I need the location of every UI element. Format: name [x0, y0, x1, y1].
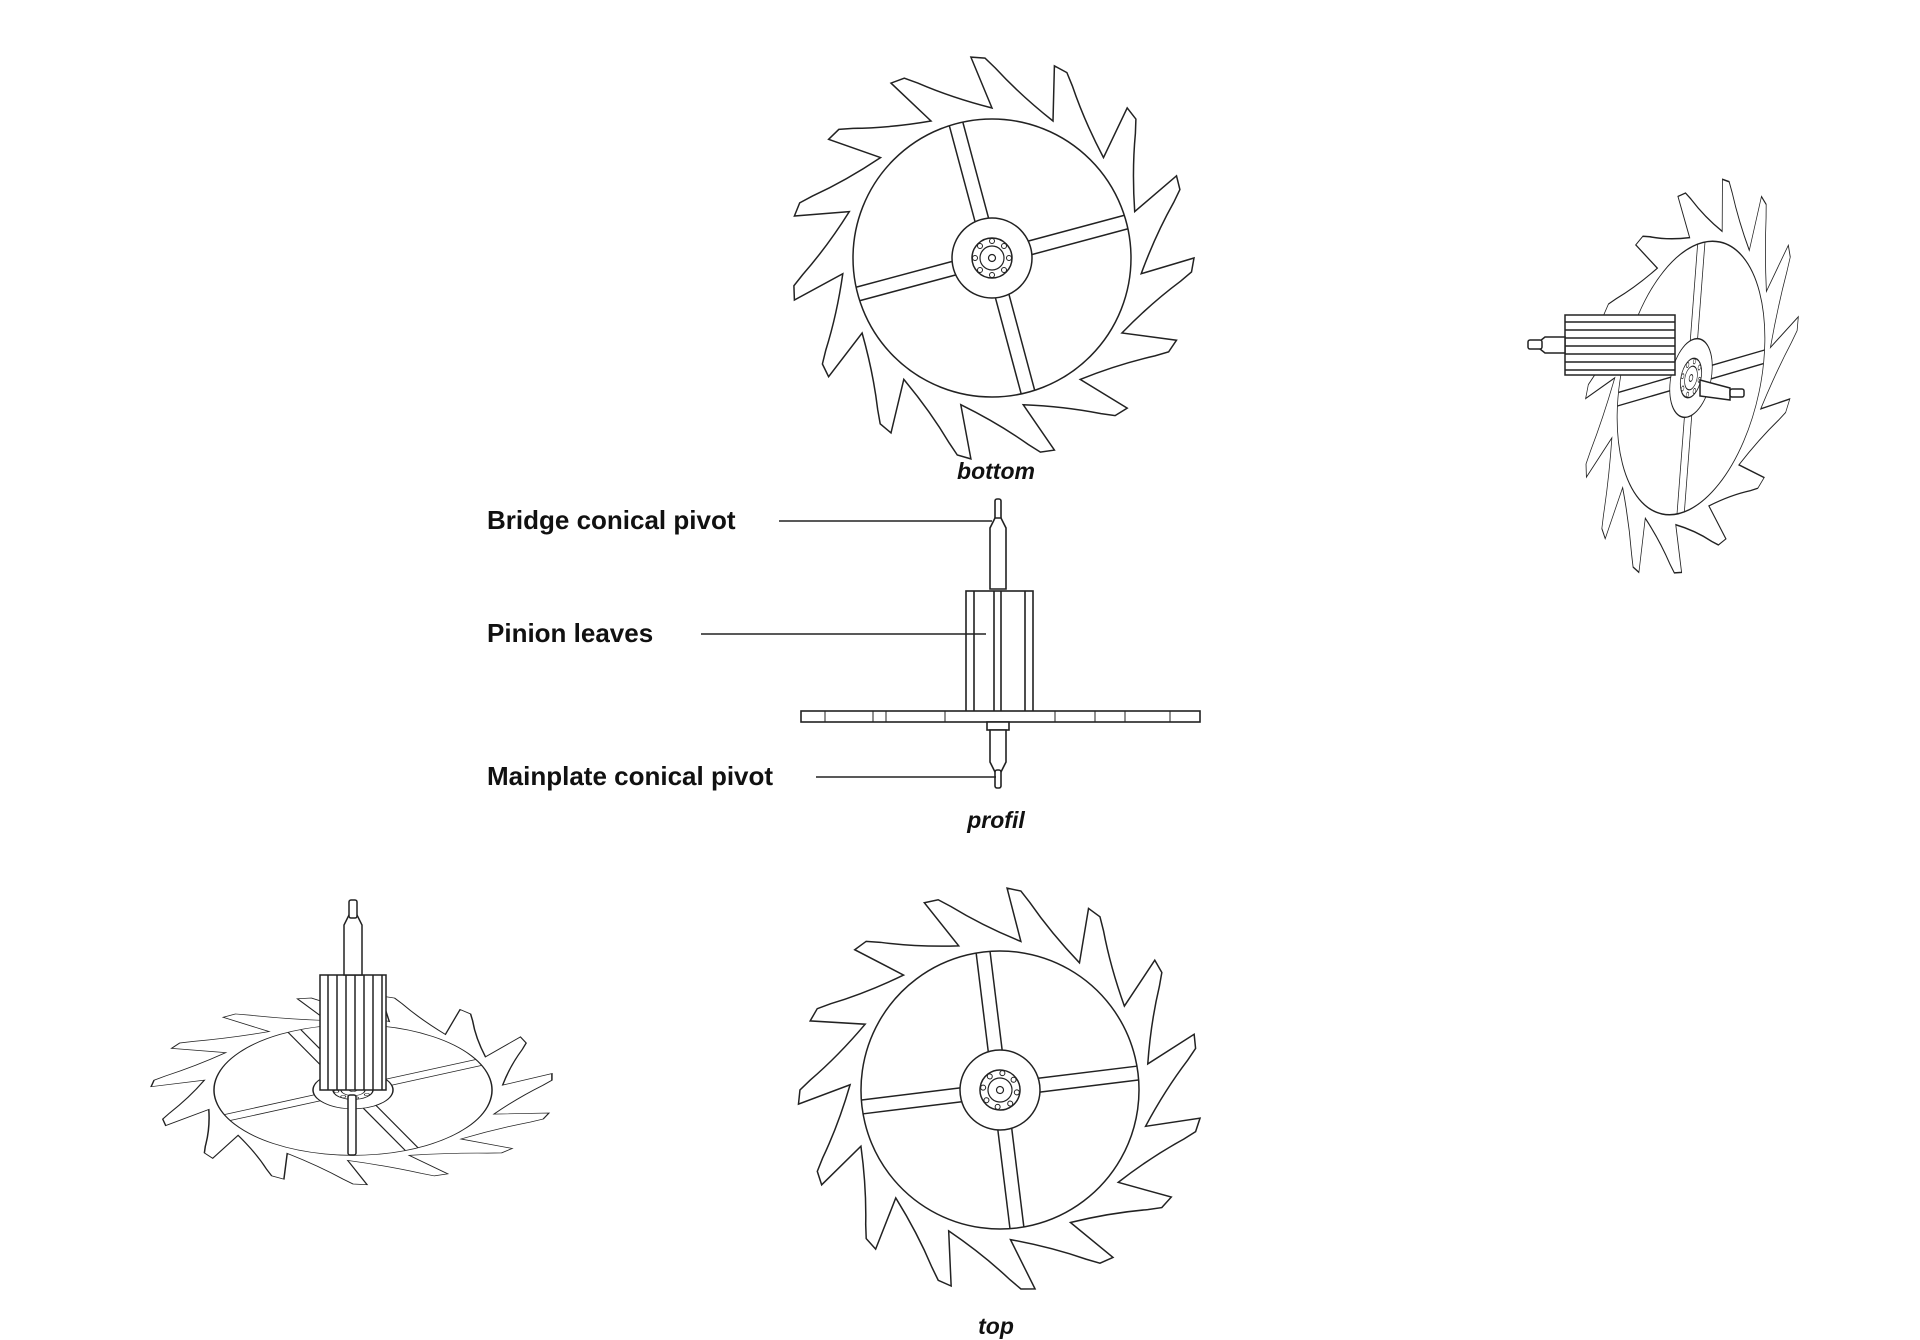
callout-bridge-conical-pivot: Bridge conical pivot [487, 505, 736, 535]
callout-mainplate-conical-pivot: Mainplate conical pivot [487, 761, 774, 791]
callout-pinion-leaves: Pinion leaves [487, 618, 654, 648]
caption-profile: profil [967, 807, 1025, 833]
wheel-top-view [775, 862, 1229, 1318]
pinion-and-arbor [319, 899, 387, 1156]
wheel-bottom-view [793, 56, 1195, 460]
caption-bottom: bottom [957, 458, 1035, 484]
wheel-profile-view [701, 498, 1201, 789]
wheel-isometric-right [1527, 160, 1833, 597]
caption-top: top [978, 1313, 1014, 1339]
wheel-isometric-left [122, 899, 588, 1200]
pinion-and-arbor [1527, 314, 1745, 401]
